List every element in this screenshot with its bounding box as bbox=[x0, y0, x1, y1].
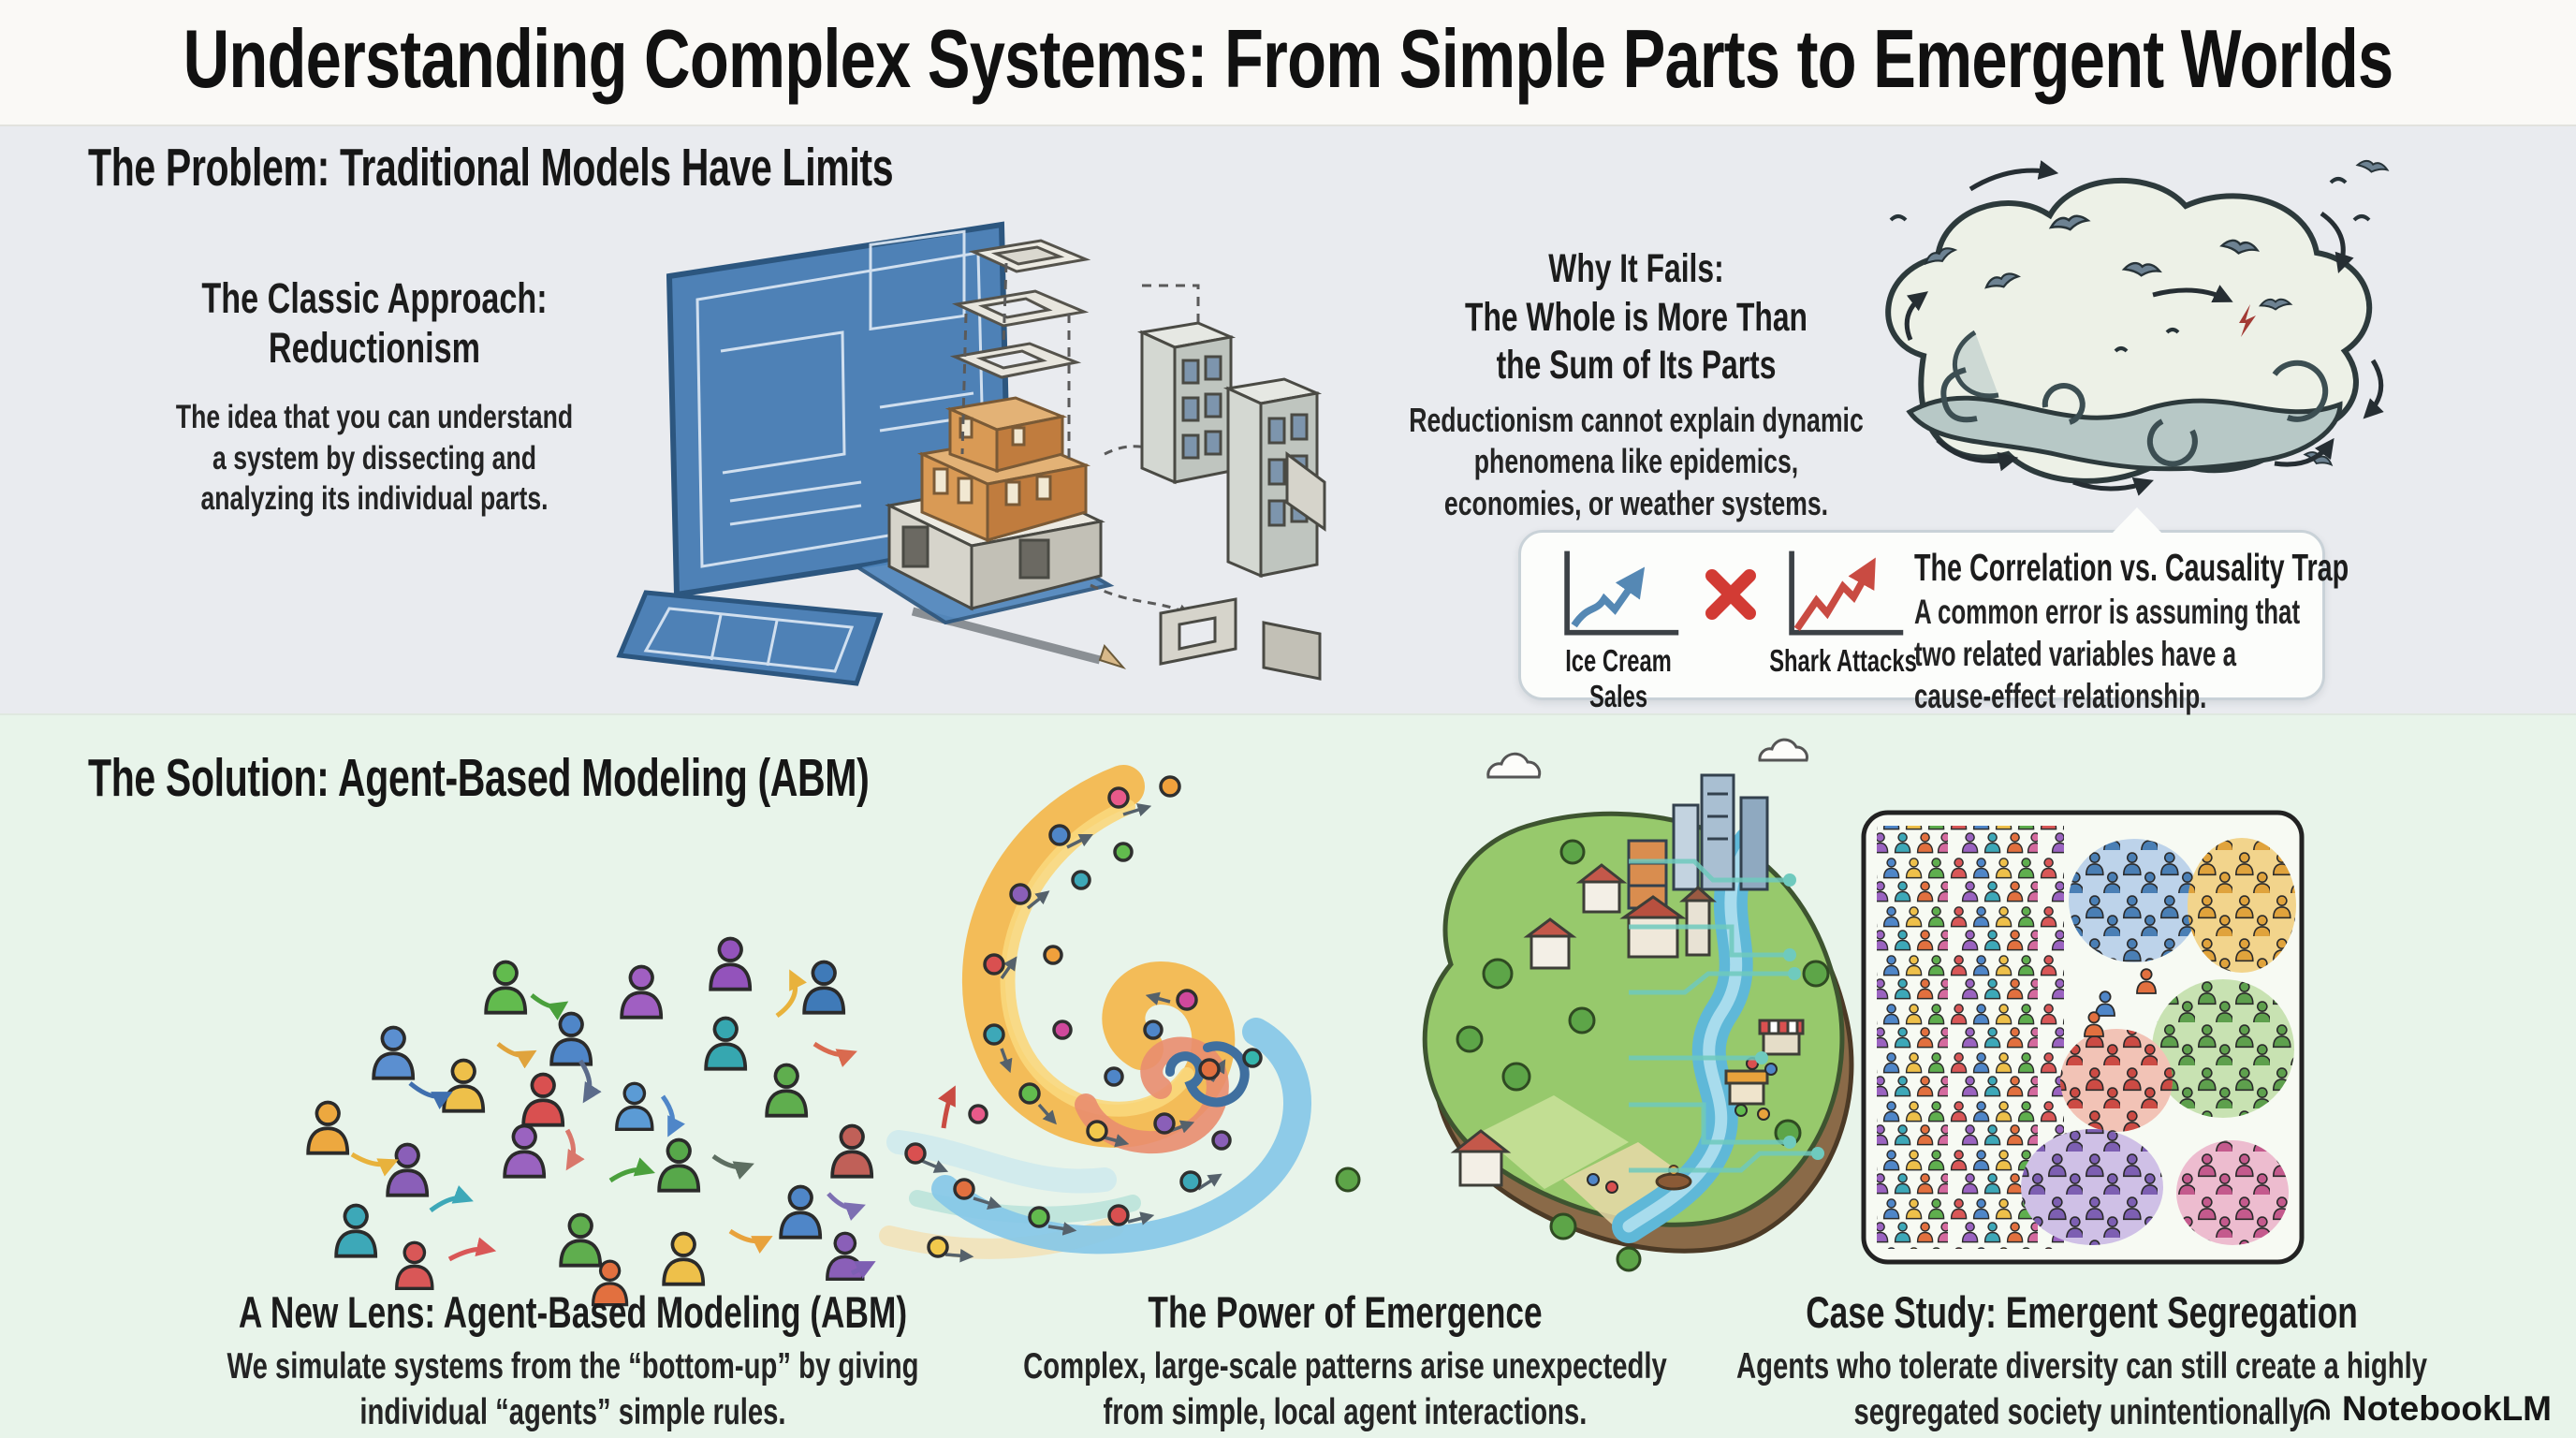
classic-approach-block: The Classic Approach: Reductionism The i… bbox=[175, 273, 574, 519]
solution-heading: The Solution: Agent-Based Modeling (ABM) bbox=[88, 748, 870, 808]
city-ecosystem-illustration bbox=[1335, 738, 1872, 1301]
caption-new-lens: A New Lens: Agent-Based Modeling (ABM) W… bbox=[222, 1284, 924, 1435]
title-band bbox=[0, 0, 2576, 125]
ice-cream-sales-label: Ice Cream Sales bbox=[1565, 643, 1672, 713]
caption-emergence-title: The Power of Emergence bbox=[1148, 1287, 1543, 1337]
caption-segregation-body: Agents who tolerate diversity can still … bbox=[1736, 1346, 2427, 1433]
correlation-text: The Correlation vs. Causality Trap A com… bbox=[1914, 544, 2349, 717]
segregation-panel-illustration bbox=[1858, 807, 2307, 1268]
page-title: Understanding Complex Systems: From Simp… bbox=[183, 12, 2394, 105]
problem-heading: The Problem: Traditional Models Have Lim… bbox=[88, 138, 894, 198]
caption-new-lens-title: A New Lens: Agent-Based Modeling (ABM) bbox=[238, 1287, 908, 1337]
caption-new-lens-body: We simulate systems from the “bottom-up”… bbox=[227, 1346, 919, 1433]
classic-approach-body: The idea that you can understand a syste… bbox=[175, 399, 574, 517]
emergence-swirl-illustration bbox=[879, 749, 1413, 1283]
shark-attacks-chart bbox=[1789, 550, 1904, 636]
flock-cloud-illustration bbox=[1835, 131, 2415, 534]
caption-segregation-title: Case Study: Emergent Segregation bbox=[1806, 1287, 2358, 1337]
why-body: Reductionism cannot explain dynamic phen… bbox=[1409, 400, 1864, 523]
caption-emergence-body: Complex, large-scale patterns arise unex… bbox=[1023, 1346, 1667, 1433]
caption-emergence: The Power of Emergence Complex, large-sc… bbox=[994, 1284, 1696, 1435]
ice-cream-sales-chart bbox=[1564, 550, 1679, 636]
why-it-fails-block: Why It Fails: The Whole is More Than the… bbox=[1408, 245, 1865, 525]
agents-illustration bbox=[290, 922, 876, 1307]
footer-brand: NotebookLM bbox=[2301, 1389, 2552, 1429]
why-title-3: the Sum of Its Parts bbox=[1496, 343, 1777, 389]
circuit-lines-illustration bbox=[1629, 824, 1872, 1226]
red-x-icon bbox=[1705, 569, 1756, 620]
callout-pointer bbox=[2111, 507, 2163, 535]
why-title-2: The Whole is More Than bbox=[1465, 294, 1808, 340]
correlation-title: The Correlation vs. Causality Trap bbox=[1914, 546, 2349, 589]
correlation-callout-box: Ice Cream Sales Shark Attacks The Correl… bbox=[1518, 507, 2349, 715]
why-title-1: Why It Fails: bbox=[1548, 246, 1724, 291]
correlation-body: A common error is assuming that two rela… bbox=[1914, 593, 2301, 716]
footer-brand-label: NotebookLM bbox=[2341, 1389, 2552, 1428]
blueprint-building-illustration bbox=[580, 173, 1329, 686]
shark-attacks-label: Shark Attacks bbox=[1769, 643, 1917, 678]
classic-approach-title: The Classic Approach: Reductionism bbox=[201, 274, 548, 373]
caption-segregation: Case Study: Emergent Segregation Agents … bbox=[1731, 1284, 2433, 1435]
notebooklm-logo-icon bbox=[2304, 1399, 2330, 1420]
